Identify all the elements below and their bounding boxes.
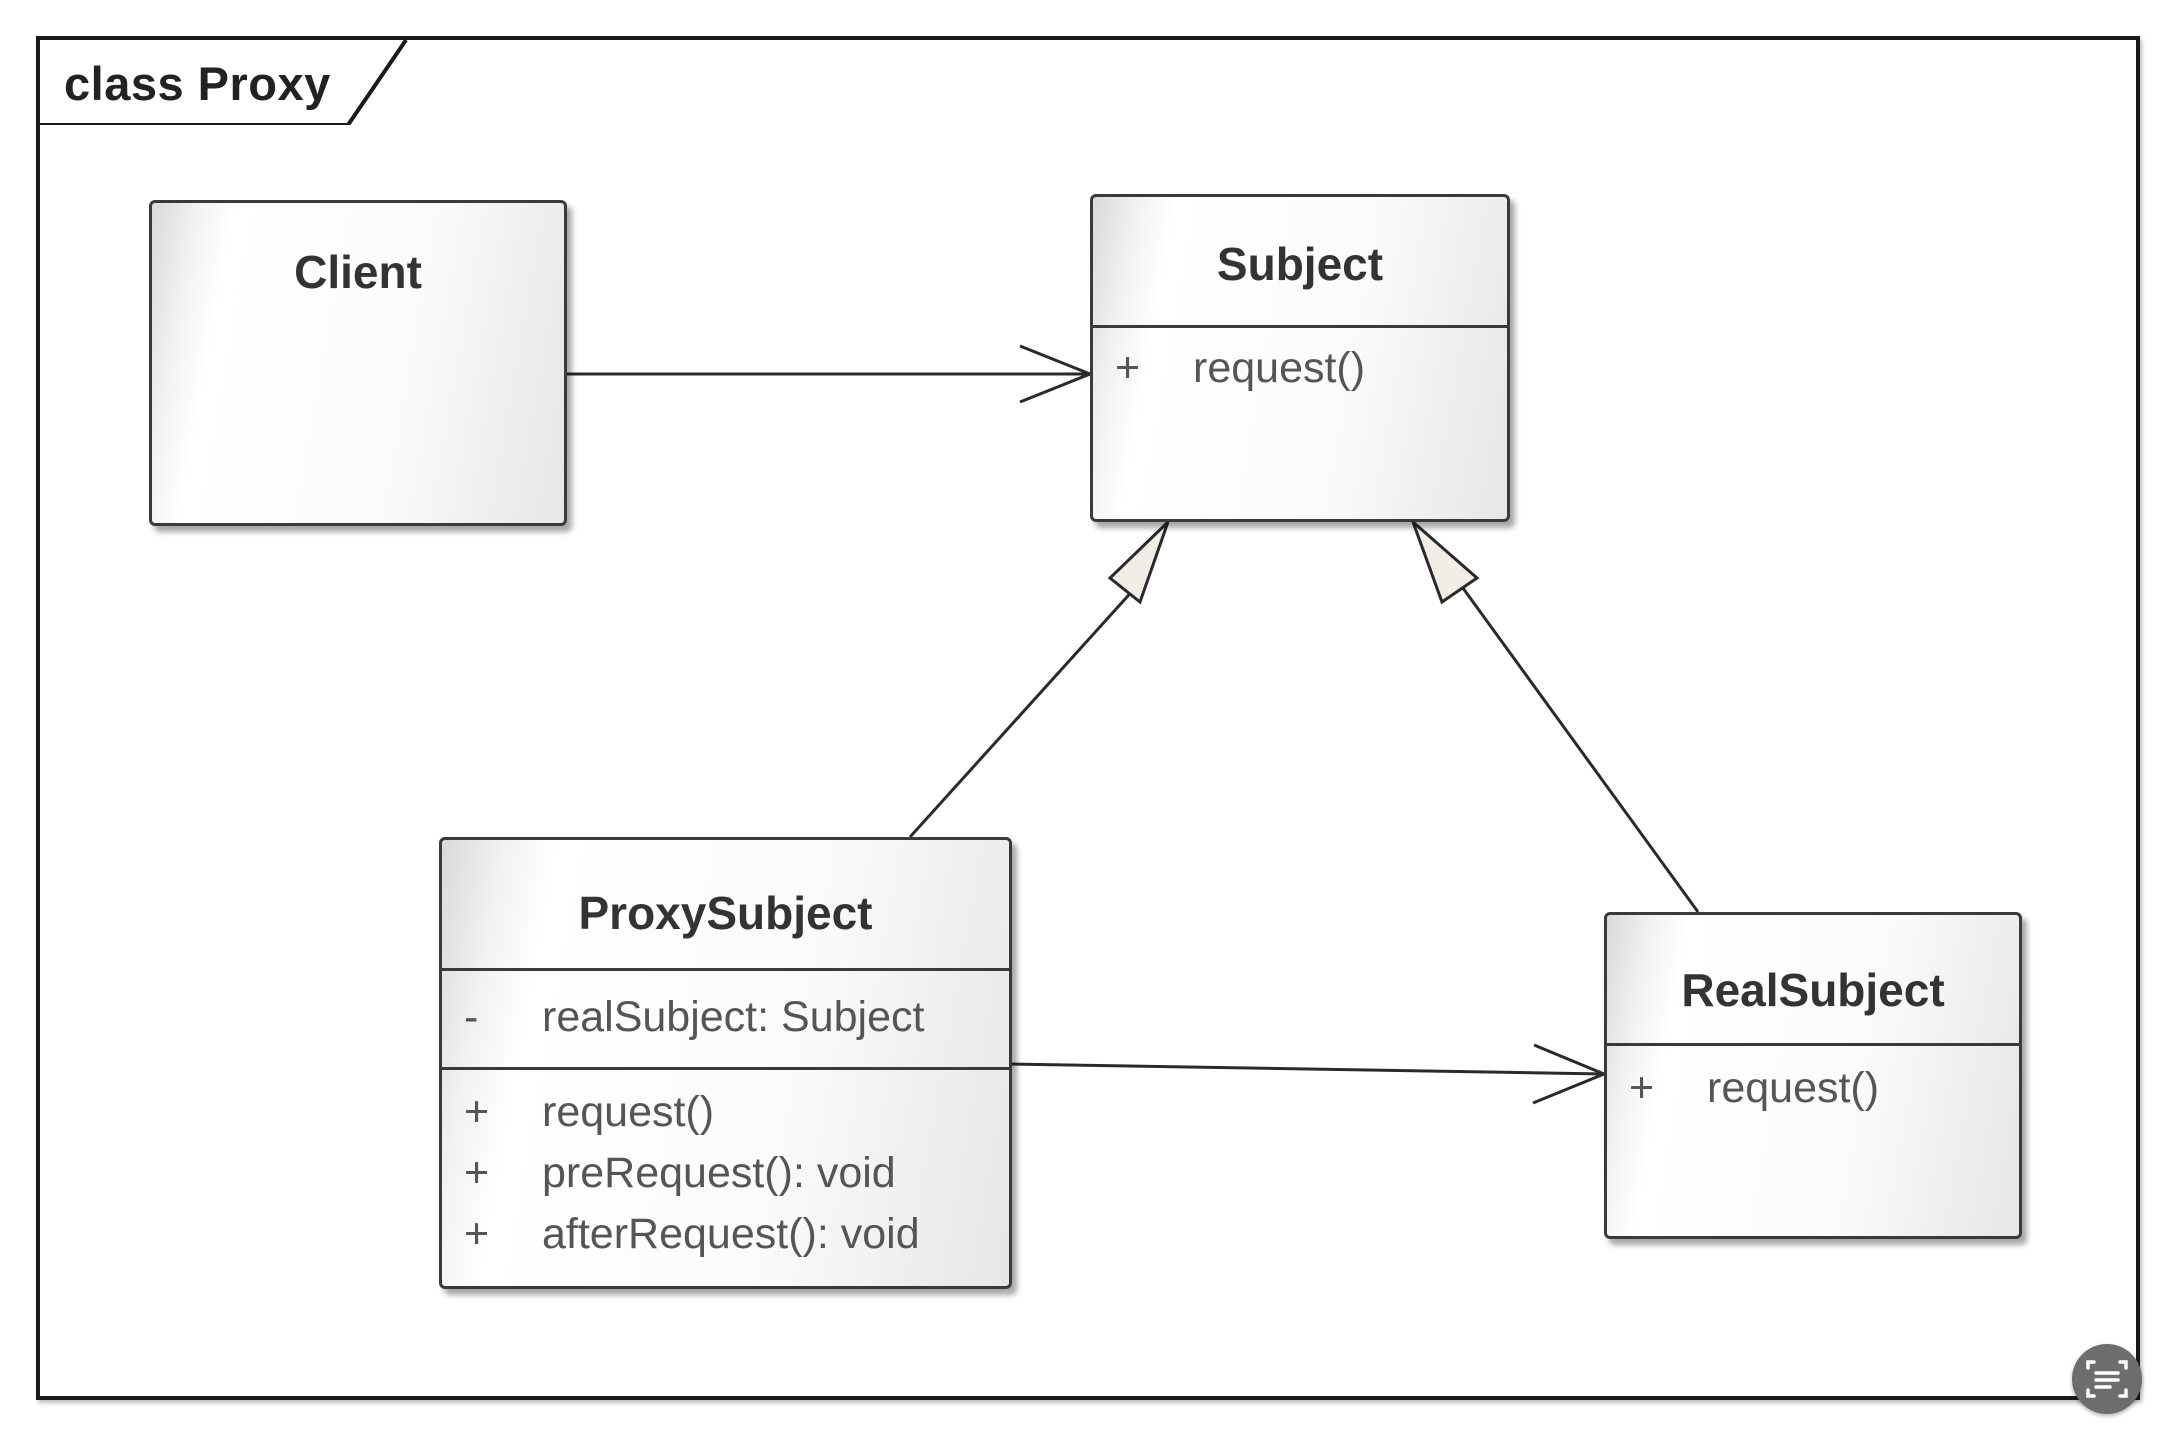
class-real-subject[interactable]: RealSubject + request()	[1604, 912, 2022, 1239]
operation-signature: request()	[1707, 1064, 1880, 1112]
operation-row[interactable]: + preRequest(): void	[442, 1143, 1009, 1204]
visibility-marker: +	[464, 1149, 490, 1197]
scan-text-icon	[2086, 1360, 2128, 1398]
association-proxysubject-realsubject[interactable]	[1011, 1043, 1608, 1105]
operation-signature: preRequest(): void	[542, 1149, 896, 1197]
visibility-marker: +	[1115, 344, 1141, 392]
operation-signature: request()	[1193, 344, 1366, 392]
operation-row[interactable]: + request()	[1607, 1058, 2019, 1119]
operation-row[interactable]: + request()	[1093, 338, 1507, 399]
frame-title-tab	[40, 40, 408, 125]
class-subject[interactable]: Subject + request()	[1090, 194, 1510, 522]
diagram-frame: class Proxy	[36, 36, 2140, 1400]
class-name: Subject	[1216, 238, 1384, 290]
attributes-compartment: - realSubject: Subject	[442, 968, 1009, 1067]
visibility-marker: -	[464, 993, 479, 1041]
visibility-marker: +	[464, 1088, 490, 1136]
visibility-marker: +	[464, 1210, 490, 1258]
class-name: RealSubject	[1681, 964, 1945, 1016]
operations-compartment: + request()	[1093, 325, 1507, 399]
operations-compartment: + request()	[1607, 1043, 2019, 1119]
attribute-signature: realSubject: Subject	[542, 993, 925, 1041]
attribute-row[interactable]: - realSubject: Subject	[442, 987, 1009, 1048]
visibility-marker: +	[1629, 1064, 1655, 1112]
frame-title: class Proxy	[64, 57, 331, 110]
class-proxy-subject[interactable]: ProxySubject - realSubject: Subject + re…	[439, 837, 1012, 1289]
class-name: Client	[294, 246, 422, 298]
operations-compartment: + request() + preRequest(): void + after…	[442, 1067, 1009, 1265]
class-client[interactable]: Client	[149, 200, 567, 526]
operation-row[interactable]: + request()	[442, 1082, 1009, 1143]
association-client-subject[interactable]	[567, 344, 1095, 404]
generalization-proxysubject-subject[interactable]	[908, 520, 1170, 839]
operation-signature: request()	[542, 1088, 715, 1136]
class-name: ProxySubject	[578, 887, 873, 939]
generalization-realsubject-subject[interactable]	[1411, 520, 1700, 913]
operation-row[interactable]: + afterRequest(): void	[442, 1204, 1009, 1265]
scan-text-button[interactable]	[2072, 1344, 2142, 1414]
operation-signature: afterRequest(): void	[542, 1210, 920, 1258]
